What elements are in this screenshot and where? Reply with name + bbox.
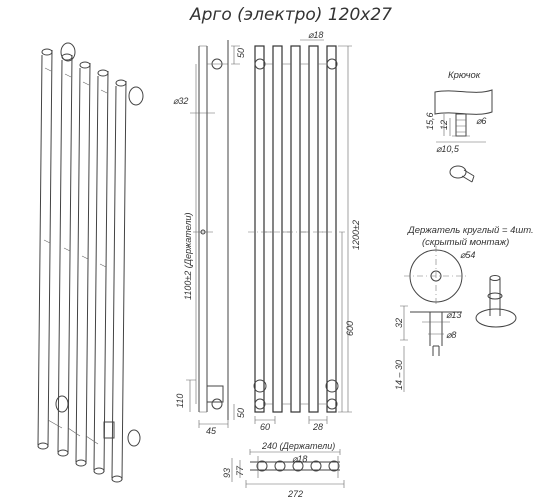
front-dim-pitch-60: 60 — [260, 422, 270, 432]
holder-dim-range: 14 – 30 — [394, 360, 404, 390]
side-dim-depth-45: 45 — [206, 426, 217, 436]
iso-holder-top-1 — [60, 42, 76, 62]
hook-dim-h15-6: 15,6 — [425, 112, 435, 130]
iso-pipe-1 — [37, 48, 53, 450]
top-dim-width: 272 — [287, 489, 303, 499]
holder-dim-d13: ⌀13 — [446, 310, 461, 320]
front-pipe-1 — [254, 45, 265, 413]
side-holder-bottom — [206, 385, 224, 403]
iso-pipe-4 — [93, 69, 109, 475]
top-view: 240 (Держатели) ⌀18 272 93 77 — [222, 441, 345, 499]
front-dim-height: 1200±2 — [351, 220, 361, 250]
hook-dim-d10-5: ⌀10,5 — [436, 144, 460, 154]
top-pipe-3 — [292, 460, 304, 472]
front-pipe-5 — [326, 45, 337, 413]
holder-dim-d8: ⌀8 — [446, 330, 456, 340]
iso-pipe-5 — [111, 79, 127, 483]
hook-detail: Крючок 15,6 12 ⌀6 ⌀10,5 — [425, 70, 493, 183]
iso-holder-top-2 — [128, 86, 144, 106]
front-holder-bottom-left — [253, 379, 267, 393]
holder-3d-base — [475, 308, 517, 328]
holder-3d-post — [489, 278, 501, 316]
front-view: ⌀18 1200±2 600 60 28 — [248, 30, 361, 432]
top-dim-depth-93: 93 — [222, 468, 232, 478]
holder-label-line1: Держатель круглый = 4шт. — [407, 225, 534, 236]
iso-pipe-2 — [57, 53, 73, 457]
iso-holder-bottom-1 — [55, 395, 69, 413]
side-dim-top-offset: 50 — [236, 48, 246, 58]
hook-label: Крючок — [448, 70, 481, 81]
holder-detail: Держатель круглый = 4шт. (скрытый монтаж… — [394, 225, 534, 392]
top-pipe-4 — [310, 460, 322, 472]
iso-holder-bottom-2 — [127, 429, 141, 447]
holder-dim-d54: ⌀54 — [460, 250, 475, 260]
iso-pipe-3 — [75, 61, 91, 467]
front-dim-middle: 600 — [345, 321, 355, 336]
hook-dim-d6: ⌀6 — [476, 116, 486, 126]
top-dim-depth-77: 77 — [235, 465, 245, 476]
hook-stem — [455, 113, 467, 137]
hook-mount-block — [434, 89, 493, 115]
side-dim-bottom-50: 50 — [236, 408, 246, 418]
top-dim-pipe-diameter: ⌀18 — [292, 454, 307, 464]
isometric-view — [37, 42, 144, 483]
top-dim-holder-width: 240 (Держатели) — [261, 441, 335, 451]
top-pipe-5 — [328, 460, 340, 472]
holder-label-line2: (скрытый монтаж) — [422, 237, 509, 248]
front-holder-bottom-right — [325, 379, 339, 393]
drawing-title: Арго (электро) 120х27 — [189, 5, 392, 25]
holder-dim-h32: 32 — [394, 318, 404, 328]
iso-heating-element-box — [103, 421, 115, 439]
iso-bottom-bridges — [47, 419, 99, 445]
top-pipe-2 — [274, 460, 286, 472]
side-dim-bottom-110: 110 — [175, 394, 185, 408]
front-dim-pitch-28: 28 — [312, 422, 323, 432]
iso-hooks-middle — [43, 239, 107, 268]
iso-hooks-top — [44, 67, 108, 94]
front-pipe-4 — [308, 45, 319, 413]
front-dim-pipe-diameter: ⌀18 — [308, 30, 323, 40]
front-pipe-3 — [290, 45, 301, 413]
side-dim-d32: ⌀32 — [173, 96, 188, 106]
hook-dim-h12: 12 — [439, 120, 449, 130]
side-dim-holder-distance: 1100±2 (Держатели) — [183, 212, 193, 300]
top-pipe-1 — [256, 460, 268, 472]
side-view: ⌀32 50 1100±2 (Держатели) 110 50 45 — [173, 40, 246, 436]
holder-side-profile — [410, 311, 462, 356]
hook-3d-shank — [461, 169, 475, 183]
front-pipe-2 — [272, 45, 283, 413]
hook-3d-head — [449, 165, 467, 179]
